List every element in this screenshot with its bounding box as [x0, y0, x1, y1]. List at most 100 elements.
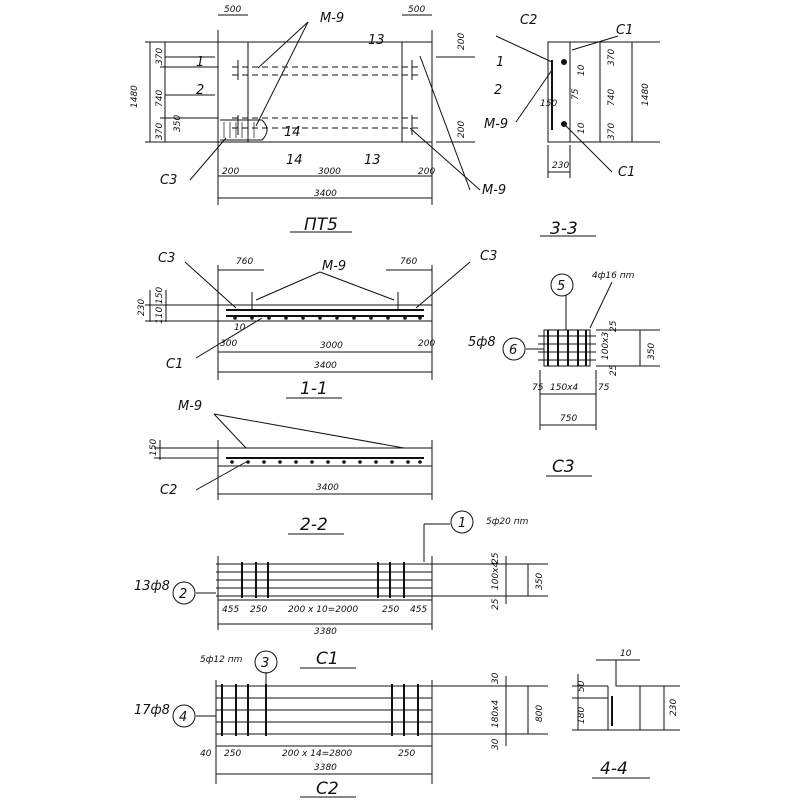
s33-title: 3-3: [550, 219, 578, 239]
plan-dim-200-right: 200: [418, 167, 435, 177]
s33-mark-m9: М-9: [484, 117, 508, 132]
c1-callout-1-circle: [450, 510, 474, 534]
s44-title: 4-4: [600, 759, 628, 779]
c3-dim-750: 750: [560, 414, 577, 424]
plan-c3-leader: [189, 137, 227, 181]
s22-dot: [278, 460, 282, 464]
s11-dot: [284, 316, 288, 320]
s22-dot: [246, 460, 250, 464]
plan-dim-3400: 3400: [314, 189, 337, 199]
plan-dim-370-top: 370: [155, 48, 165, 65]
c2-dim-30-b: 30: [491, 738, 501, 750]
plan-zone-1: 1: [196, 55, 204, 70]
s33-outline: [547, 41, 571, 143]
section-1-1: С3 760 М-9 760 С3 230 150 110 10 300 300…: [137, 249, 497, 399]
s11-outline: [217, 304, 433, 322]
s11-dim-3400: 3400: [314, 361, 337, 371]
s22-dot: [374, 460, 378, 464]
s11-m9-leader-2: [319, 271, 395, 301]
plan-mark-14-bot: 14: [286, 153, 303, 168]
s33-c1-leader-bot: [565, 125, 613, 173]
c1-dim-25-b: 25: [491, 598, 501, 610]
c1-dim-455-l: 455: [222, 605, 239, 615]
s11-dot: [386, 316, 390, 320]
c2-callout-4: 4: [179, 710, 187, 725]
s11-dim-10: 10: [234, 323, 246, 333]
s22-m9-leader-2: [213, 413, 405, 449]
s11-dim-300: 300: [220, 339, 237, 349]
s33-bar-top: [561, 59, 567, 65]
plan-hatched-corner: [220, 119, 268, 141]
c2-callout-4-circle: [172, 704, 196, 728]
plan-dim-500-right: 500: [408, 5, 425, 15]
c3-dim-350: 350: [647, 343, 657, 360]
s22-dot: [310, 460, 314, 464]
s33-mark-c1-bot: С1: [618, 165, 635, 180]
plan-dim-200-left: 200: [222, 167, 239, 177]
c3-dim-25-top: 25: [609, 320, 619, 332]
plan-dim-370-bot: 370: [155, 123, 165, 140]
c3-dim-100x3: 100х3: [601, 331, 611, 360]
c2-dim-3380: 3380: [314, 763, 337, 773]
s11-c1-leader: [195, 317, 263, 359]
s11-dim-200: 200: [418, 339, 435, 349]
c2-dim-40: 40: [200, 749, 212, 759]
c1-dim-200x10: 200 х 10=2000: [288, 605, 358, 615]
plan-mark-14-mid: 14: [284, 125, 301, 140]
c1-dim-455-r: 455: [410, 605, 427, 615]
c3-bars-leader: [589, 281, 613, 329]
c3-dim-75-r: 75: [598, 383, 610, 393]
s11-dot: [403, 316, 407, 320]
s22-dot: [294, 460, 298, 464]
s22-mark-c2: С2: [160, 483, 177, 498]
plan-dim-200-bot: 200: [457, 121, 467, 138]
plan-dim-1480: 1480: [130, 85, 140, 108]
s11-dim-150: 150: [155, 287, 165, 304]
s11-dim-760-right: 760: [400, 257, 417, 267]
s11-mark-c1: С1: [166, 357, 183, 372]
c2-callout-3: 3: [261, 656, 269, 671]
c3-callout-5-circle: [550, 273, 574, 297]
c1-callout-2: 2: [179, 587, 187, 602]
plan-dim-740: 740: [155, 90, 165, 107]
s22-dot: [230, 460, 234, 464]
s22-dim-150: 150: [149, 439, 159, 456]
s33-dim-150: 150: [540, 99, 557, 109]
cage-c2: 5ф12 пm 3 17ф8 4 30 180х4 30 800 40 250 …: [134, 650, 548, 799]
c1-callout-1: 1: [458, 516, 466, 531]
c3-bars-top: 4ф16 пm: [592, 271, 635, 281]
s22-c2-leader: [195, 461, 247, 491]
s33-dim-10-b: 10: [577, 122, 587, 134]
c1-dim-25-a: 25: [491, 552, 501, 564]
s22-dim-3400: 3400: [316, 483, 339, 493]
plan-mark-c3: С3: [160, 173, 177, 188]
c2-dim-250-l: 250: [224, 749, 241, 759]
plan-m9-leader-1: [257, 21, 309, 69]
s22-m9-leader-1: [213, 413, 247, 449]
s44-dim-50: 50: [577, 680, 587, 692]
s11-mark-m9: М-9: [322, 259, 346, 274]
s33-dim-740: 740: [607, 89, 617, 106]
c1-dim-250-l: 250: [250, 605, 267, 615]
c2-bars-left: 17ф8: [134, 703, 170, 718]
plan-mark-13-top: 13: [368, 33, 385, 48]
s11-mark-c3-left: С3: [158, 251, 175, 266]
c3-title: С3: [552, 457, 575, 477]
c2-dim-250-r: 250: [398, 749, 415, 759]
s44-dim-10: 10: [620, 649, 632, 659]
plan-zone-2: 2: [196, 83, 204, 98]
c2-dim-200x14: 200 х 14=2800: [282, 749, 352, 759]
s22-dot: [418, 460, 422, 464]
c1-dim-100x4: 100х4: [491, 561, 501, 590]
s44-dim-230: 230: [669, 699, 679, 716]
s33-dim-230: 230: [552, 161, 569, 171]
s11-dim-230: 230: [137, 299, 147, 316]
plan-mark-13-bot: 13: [364, 153, 381, 168]
plan-dim-200-top: 200: [457, 33, 467, 50]
s11-dim-760-left: 760: [236, 257, 253, 267]
s33-mark-c1-top: С1: [616, 23, 633, 38]
s44-dim-180: 180: [577, 707, 587, 724]
s33-zone-1: 1: [496, 55, 504, 70]
s33-dim-1480: 1480: [641, 83, 651, 106]
